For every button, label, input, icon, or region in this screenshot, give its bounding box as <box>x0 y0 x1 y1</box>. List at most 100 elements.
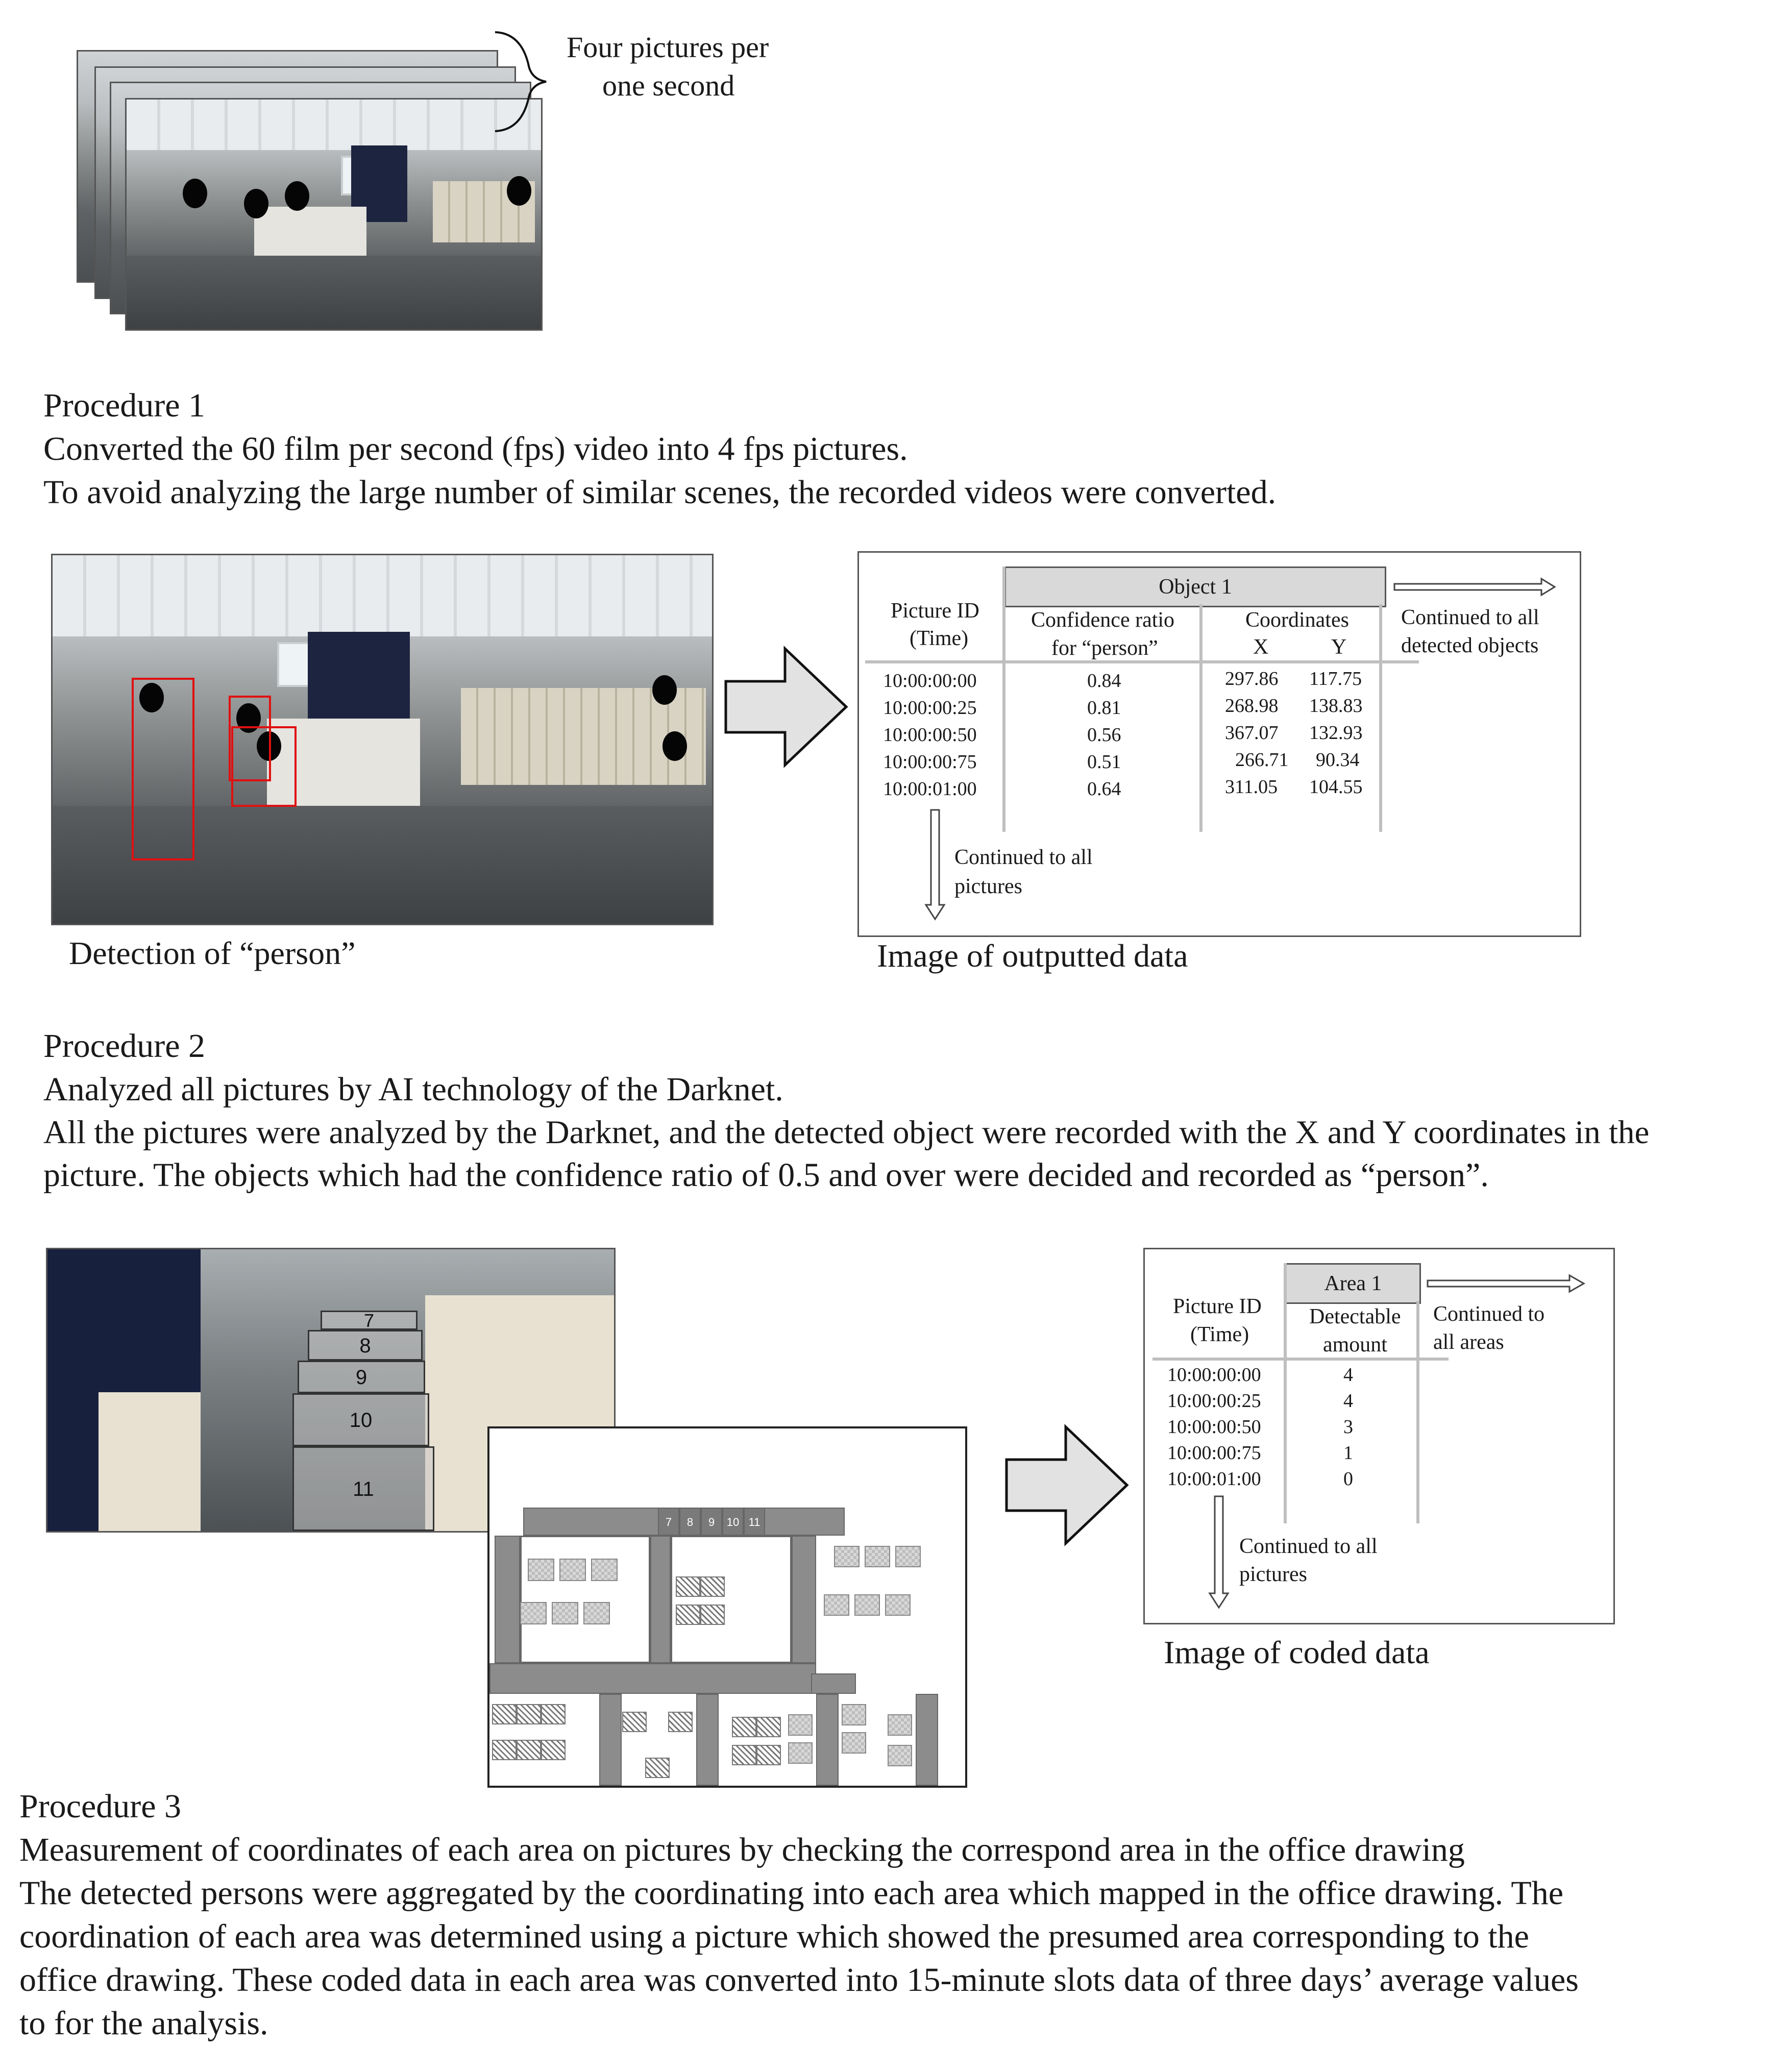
brace-icon <box>495 31 547 132</box>
output-data-panel <box>857 551 1581 937</box>
coded-col-rule-1 <box>1284 1263 1287 1523</box>
arrow-down-thin-icon <box>1208 1495 1230 1609</box>
plan-area-7: 7 <box>658 1508 679 1536</box>
procedure3-line1: Measurement of coordinates of each area … <box>19 1831 1465 1868</box>
row-time: 10:00:01:00 <box>1167 1468 1261 1490</box>
row-x: 268.98 <box>1225 695 1279 717</box>
output-col-rule-2 <box>1199 604 1203 832</box>
row-time: 10:00:00:25 <box>1167 1390 1261 1412</box>
row-x: 297.86 <box>1225 668 1279 689</box>
detection-caption: Detection of “person” <box>69 935 356 971</box>
row-y: 90.34 <box>1316 749 1360 771</box>
col-picture-time: (Time) <box>1190 1323 1249 1346</box>
row-time: 10:00:00:50 <box>1167 1416 1261 1438</box>
area-zone-10: 10 <box>292 1393 429 1446</box>
row-amount: 3 <box>1343 1416 1353 1438</box>
row-x: 266.71 <box>1235 749 1289 771</box>
procedure2-line2: All the pictures were analyzed by the Da… <box>43 1114 1650 1151</box>
output-col-rule-3 <box>1379 604 1382 832</box>
row-time: 10:00:00:00 <box>883 670 977 692</box>
arrow-down-thin-icon <box>924 809 946 921</box>
continued-objects-line2: detected objects <box>1401 634 1539 657</box>
procedure3-line4: office drawing. These coded data in each… <box>19 1961 1579 1999</box>
object-header: Object 1 <box>1004 566 1386 607</box>
area-zone-9: 9 <box>298 1361 425 1393</box>
procedure2-heading: Procedure 2 <box>43 1027 206 1065</box>
row-y: 104.55 <box>1309 776 1363 798</box>
procedure3-line5: to for the analysis. <box>19 2005 268 2042</box>
row-y: 138.83 <box>1309 695 1363 717</box>
continued-pictures-line2: pictures <box>954 875 1022 898</box>
arrow-right-icon <box>724 646 848 768</box>
row-time: 10:00:00:50 <box>883 724 977 746</box>
plan-area-8: 8 <box>679 1508 701 1536</box>
office-picture-front <box>125 98 543 331</box>
col-coordinates: Coordinates <box>1245 608 1349 632</box>
person-bounding-box-3 <box>231 726 297 807</box>
area-zone-8: 8 <box>308 1330 423 1361</box>
procedure1-line1: Converted the 60 film per second (fps) v… <box>43 430 908 467</box>
output-header-rule <box>865 660 1419 663</box>
col-picture-id: Picture ID <box>891 599 979 623</box>
row-confidence: 0.51 <box>1087 751 1121 773</box>
row-amount: 4 <box>1343 1390 1353 1412</box>
arrow-right-thin-icon <box>1427 1274 1586 1293</box>
procedure2-line3: picture. The objects which had the confi… <box>43 1156 1489 1194</box>
coded-caption: Image of coded data <box>1164 1634 1430 1670</box>
arrow-right-icon <box>1005 1424 1129 1546</box>
row-confidence: 0.81 <box>1087 697 1121 719</box>
fps-annotation-line2: one second <box>602 69 735 102</box>
row-amount: 4 <box>1343 1364 1353 1386</box>
col-picture-time: (Time) <box>910 627 969 650</box>
col-detectable: Detectable <box>1309 1305 1401 1328</box>
fps-annotation-line1: Four pictures per <box>567 31 769 64</box>
col-y: Y <box>1331 635 1347 659</box>
row-time: 10:00:00:00 <box>1167 1364 1261 1386</box>
row-x: 367.07 <box>1225 722 1279 744</box>
person-bounding-box-1 <box>132 678 194 860</box>
detection-picture <box>51 554 714 925</box>
procedure2-line1: Analyzed all pictures by AI technology o… <box>43 1071 783 1108</box>
col-picture-id: Picture ID <box>1173 1295 1262 1318</box>
office-floor-plan: 7 8 9 10 11 <box>487 1426 967 1788</box>
row-time: 10:00:00:25 <box>883 697 977 719</box>
plan-area-9: 9 <box>701 1508 722 1536</box>
plan-area-10: 10 <box>722 1508 744 1536</box>
col-confidence-for: for “person” <box>1051 636 1158 660</box>
row-confidence: 0.56 <box>1087 724 1121 746</box>
continued-areas-line2: all areas <box>1433 1330 1504 1354</box>
continued-objects-line1: Continued to all <box>1401 606 1539 629</box>
procedure3-line3: coordination of each area was determined… <box>19 1918 1529 1955</box>
procedure3-heading: Procedure 3 <box>19 1788 182 1825</box>
row-confidence: 0.64 <box>1087 778 1121 800</box>
row-y: 132.93 <box>1309 722 1363 744</box>
row-time: 10:00:00:75 <box>883 751 977 773</box>
continued-pictures-line1: Continued to all <box>954 846 1093 869</box>
col-amount: amount <box>1323 1333 1387 1356</box>
row-amount: 1 <box>1343 1442 1353 1464</box>
continued-areas-line1: Continued to <box>1433 1302 1545 1326</box>
row-x: 311.05 <box>1225 776 1278 798</box>
row-y: 117.75 <box>1309 668 1362 689</box>
area-zone-7: 7 <box>321 1311 418 1330</box>
output-caption: Image of outputted data <box>877 938 1188 974</box>
row-confidence: 0.84 <box>1087 670 1121 692</box>
coded-col-rule-2 <box>1416 1301 1419 1523</box>
row-time: 10:00:01:00 <box>883 778 977 800</box>
col-x: X <box>1253 635 1269 659</box>
coded-header-rule <box>1152 1358 1449 1361</box>
person-bounding-box-2 <box>229 696 271 781</box>
row-amount: 0 <box>1343 1468 1353 1490</box>
procedure1-heading: Procedure 1 <box>43 387 206 424</box>
col-confidence: Confidence ratio <box>1031 608 1175 632</box>
area-zone-11: 11 <box>292 1446 434 1531</box>
plan-area-11: 11 <box>744 1508 765 1536</box>
continued-pictures-line2: pictures <box>1239 1563 1307 1586</box>
arrow-right-thin-icon <box>1393 577 1556 597</box>
row-time: 10:00:00:75 <box>1167 1442 1261 1464</box>
procedure1-line2: To avoid analyzing the large number of s… <box>43 474 1277 511</box>
continued-pictures-line1: Continued to all <box>1239 1535 1378 1558</box>
output-col-rule-1 <box>1002 566 1005 832</box>
procedure3-line2: The detected persons were aggregated by … <box>19 1874 1564 1912</box>
area-header: Area 1 <box>1285 1263 1421 1304</box>
